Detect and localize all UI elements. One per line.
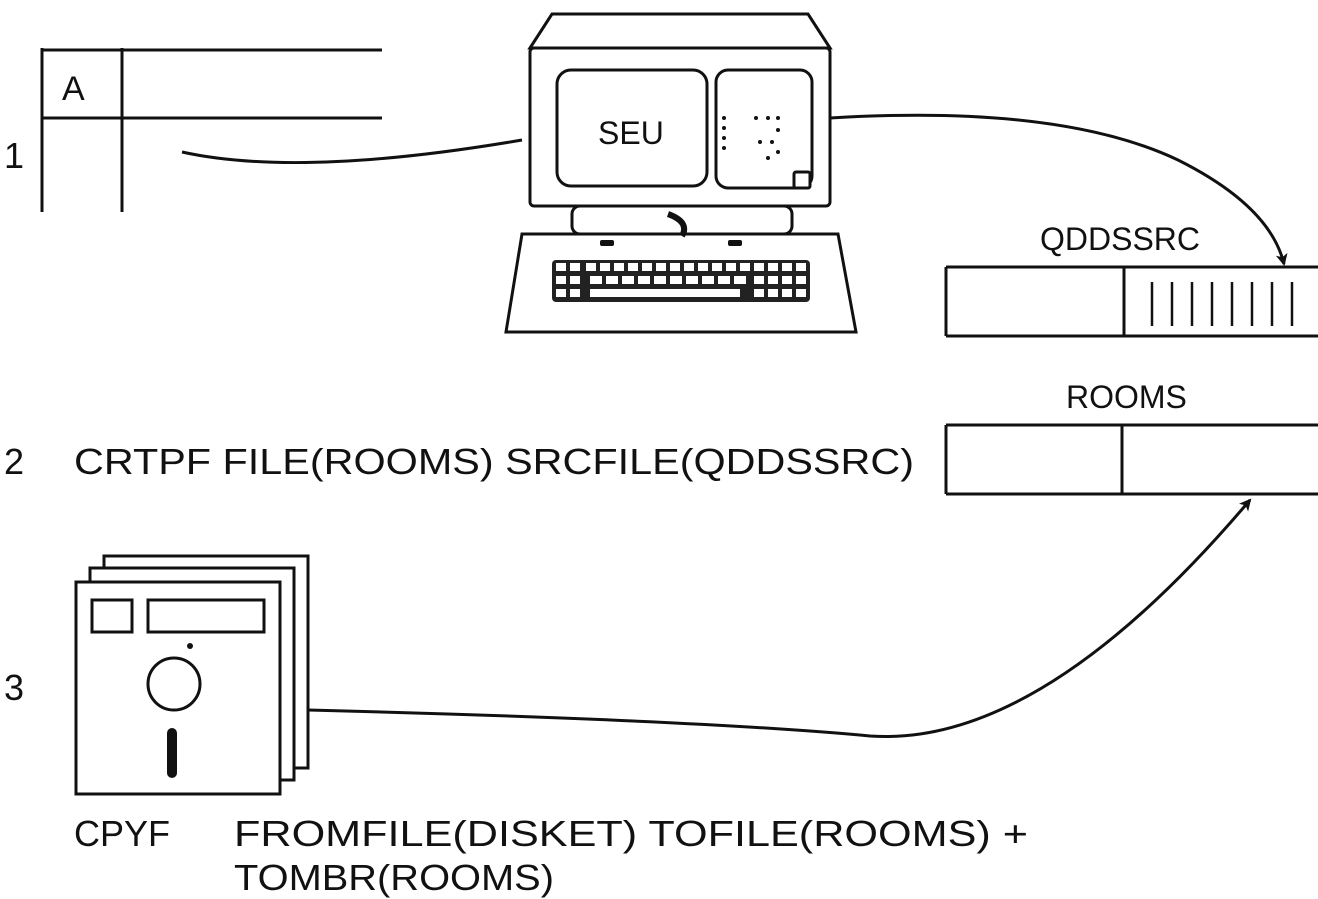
step-3-command-name: CPYF [74,813,170,854]
diskette-to-rooms-arrow [308,500,1250,737]
form-to-terminal-line [182,140,522,163]
diskette-icon [76,556,308,794]
source-file-label: QDDSSRC [1040,221,1200,257]
physical-file-icon [946,425,1318,494]
step-3-command-line1: FROMFILE(DISKET) TOFILE(ROOMS) + [234,813,1028,854]
terminal-screen-label: SEU [598,115,664,151]
step-1-number: 1 [4,135,24,176]
step-2-number: 2 [4,441,24,482]
step-3-command-line2: TOMBR(ROOMS) [234,857,554,898]
coding-form-icon [42,48,382,212]
physical-file-label: ROOMS [1066,379,1187,415]
keyboard-icon [552,260,810,302]
form-column-label: A [62,70,85,108]
source-members [1152,282,1292,326]
step-2-command: CRTPF FILE(ROOMS) SRCFILE(QDDSSRC) [74,441,914,482]
source-file-icon [946,267,1318,336]
step-3-number: 3 [4,667,24,708]
